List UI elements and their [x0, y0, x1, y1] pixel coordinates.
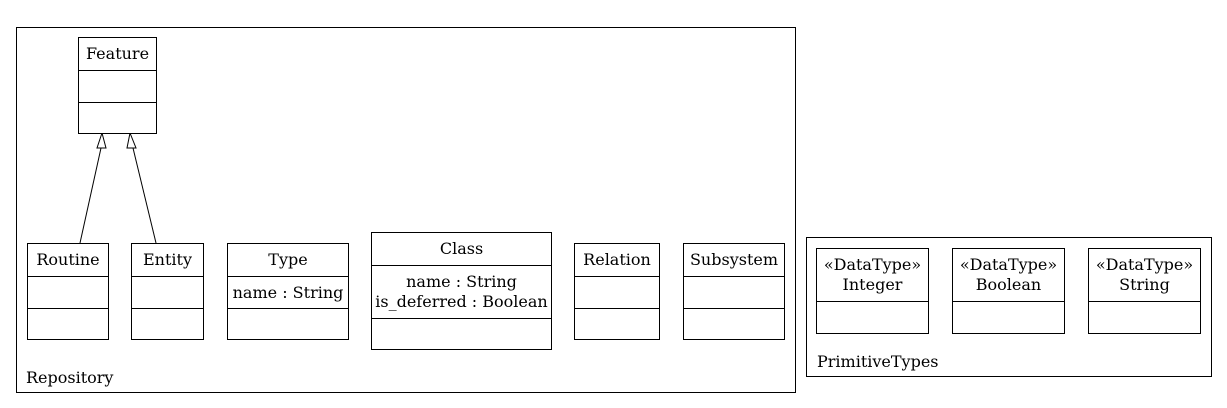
- entity-class-name: Entity: [143, 250, 192, 269]
- boolean-stereotype: «DataType»: [959, 255, 1058, 274]
- relation-class-name: Relation: [583, 250, 651, 269]
- class-attributes: name : String is_deferred : Boolean: [372, 266, 551, 319]
- class-class[interactable]: Class name : String is_deferred : Boolea…: [371, 232, 552, 350]
- feature-class-name: Feature: [85, 44, 150, 63]
- string-datatype[interactable]: «DataType» String: [1088, 248, 1201, 334]
- type-attributes: name : String: [228, 277, 348, 309]
- repository-package: [16, 27, 796, 393]
- feature-class[interactable]: Feature: [78, 37, 157, 134]
- primitive-types-package-label: PrimitiveTypes: [817, 352, 939, 371]
- routine-generalization-arrowhead: [96, 131, 107, 149]
- primitive-types-package: [806, 237, 1212, 377]
- integer-stereotype: «DataType»: [823, 255, 922, 274]
- subsystem-operations: [684, 309, 784, 339]
- integer-datatype-body: [817, 302, 928, 333]
- integer-datatype[interactable]: «DataType» Integer: [816, 248, 929, 334]
- subsystem-class[interactable]: Subsystem: [683, 243, 785, 340]
- boolean-datatype[interactable]: «DataType» Boolean: [952, 248, 1065, 334]
- class-attribute-name: name : String: [406, 272, 517, 291]
- string-datatype-body: [1089, 302, 1200, 333]
- class-attribute-is-deferred: is_deferred : Boolean: [375, 292, 548, 311]
- entity-attributes: [132, 277, 203, 309]
- integer-datatype-name: Integer: [842, 275, 903, 294]
- relation-attributes: [575, 277, 659, 309]
- routine-class[interactable]: Routine: [27, 243, 109, 340]
- boolean-datatype-body: [953, 302, 1064, 333]
- relation-class[interactable]: Relation: [574, 243, 660, 340]
- routine-to-feature-edge: [79, 147, 102, 244]
- routine-class-name: Routine: [36, 250, 100, 269]
- type-class-name: Type: [268, 250, 308, 269]
- class-operations: [372, 319, 551, 349]
- entity-generalization-arrowhead: [126, 131, 137, 149]
- feature-operations: [79, 103, 156, 133]
- string-datatype-name: String: [1119, 275, 1170, 294]
- type-attribute-name: name : String: [232, 282, 344, 302]
- routine-attributes: [28, 277, 108, 309]
- entity-to-feature-edge: [132, 147, 157, 244]
- feature-attributes: [79, 71, 156, 103]
- boolean-datatype-name: Boolean: [975, 275, 1042, 294]
- entity-operations: [132, 309, 203, 339]
- string-stereotype: «DataType»: [1095, 255, 1194, 274]
- type-class[interactable]: Type name : String: [227, 243, 349, 340]
- routine-operations: [28, 309, 108, 339]
- subsystem-class-name: Subsystem: [689, 250, 779, 269]
- entity-class[interactable]: Entity: [131, 243, 204, 340]
- repository-package-label: Repository: [26, 368, 114, 387]
- relation-operations: [575, 309, 659, 339]
- class-class-name: Class: [439, 239, 484, 258]
- type-operations: [228, 309, 348, 339]
- subsystem-attributes: [684, 277, 784, 309]
